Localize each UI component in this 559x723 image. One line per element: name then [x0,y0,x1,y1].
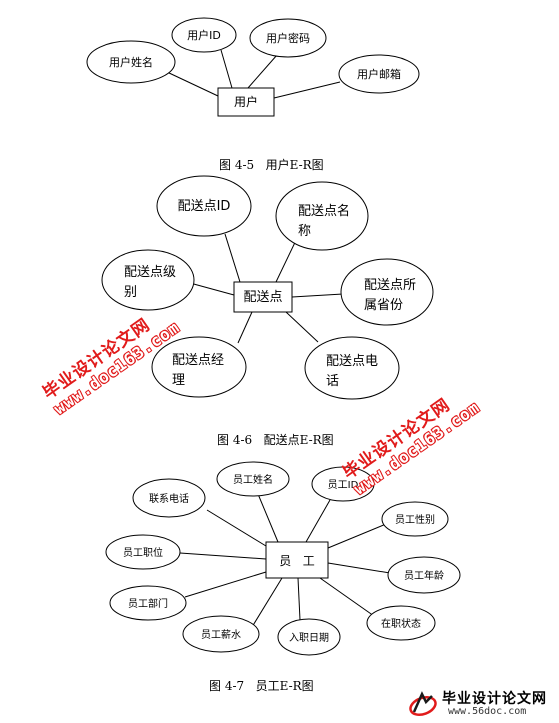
logo-mark-icon [409,691,437,716]
attribute-delivery-level: 配送点级 别 [124,265,180,300]
attribute-ellipse [156,175,252,237]
figure-caption-delivery-point: 图 4-6 配送点E-R图 [217,433,334,447]
attribute-delivery-name: 配送点名 称 [298,203,354,239]
attribute-hire-date: 入职日期 [289,632,329,644]
entity-delivery-point-label: 配送点 [243,290,282,305]
entity-delivery-point [233,281,293,313]
site-logo: 毕业设计论文网 www.56doc.com [408,686,558,722]
attribute-ellipse [304,336,400,400]
attribute-employee-name: 员工姓名 [233,473,273,486]
connector-line [257,493,279,543]
attribute-ellipse [387,556,461,594]
figure-caption-employee: 图 4-7 员工E-R图 [209,679,314,693]
logo-url: www.56doc.com [448,706,527,717]
connector-line [327,523,387,549]
figure-caption-user: 图 4-5 用户E-R图 [219,158,324,172]
entity-user-label: 用户 [234,94,258,109]
logo-text: 毕业设计论文网 [442,691,547,707]
attribute-employee-department: 员工部门 [128,597,168,610]
attribute-delivery-phone: 配送点电 话 [326,354,382,389]
user-er-diagram: 用户 用户ID 用户密码 用户姓名 用户邮箱 [86,17,420,117]
connector-line [237,311,253,344]
attribute-ellipse [216,461,290,497]
connector-line [291,293,344,298]
attribute-ellipse [86,40,176,84]
attribute-ellipse [151,336,247,398]
connector-line [247,54,278,89]
attribute-employee-salary: 员工薪水 [201,629,241,641]
attribute-employee-id: 员工ID [328,479,359,491]
attribute-employment-status: 在职状态 [381,617,421,630]
entity-employee [265,541,329,579]
connector-line [327,562,391,574]
attribute-employee-phone: 联系电话 [149,492,189,505]
attribute-user-id: 用户ID [187,28,221,42]
connector-line [319,577,375,617]
attribute-user-email: 用户邮箱 [357,67,401,81]
attribute-ellipse [311,466,375,502]
delivery-point-er-diagram: 配送点 配送点ID 配送点名 称 配送点级 别 配送点所 属省份 配送点经 理 [101,175,434,400]
attribute-delivery-province: 配送点所 属省份 [364,278,420,313]
attribute-delivery-manager: 配送点经 理 [172,353,228,388]
attribute-ellipse [182,615,260,653]
connector-line [273,81,341,99]
attribute-ellipse [249,18,327,58]
connector-line [184,571,267,598]
attribute-ellipse [109,585,187,621]
attribute-user-password: 用户密码 [266,31,310,45]
attribute-employee-age: 员工年龄 [404,569,444,582]
attribute-ellipse [340,258,434,326]
connector-line [285,311,319,343]
attribute-ellipse [171,17,237,53]
attribute-ellipse [105,534,181,570]
attribute-ellipse [132,478,206,518]
attribute-user-name: 用户姓名 [109,55,153,69]
connector-line [251,577,283,628]
connector-line [189,282,235,296]
employee-er-diagram: 员 工 员工姓名 员工ID 联系电话 员工性别 员工职位 员工年龄 员工部门 在… [105,461,461,656]
connector-line [166,71,219,97]
attribute-ellipse [275,181,369,251]
connector-line [206,509,267,547]
connector-line [220,49,233,89]
attribute-ellipse [381,501,449,537]
connector-line [297,577,301,621]
connector-line [224,233,241,283]
attribute-ellipse [277,618,341,656]
attribute-ellipse [338,54,420,94]
attribute-employee-gender: 员工性别 [395,513,435,526]
attribute-ellipse [366,605,436,641]
attribute-ellipse [101,249,195,311]
connector-line [179,552,267,560]
entity-user [217,87,275,117]
entity-employee-label: 员 工 [279,554,314,568]
connector-line [305,499,331,543]
attribute-employee-position: 员工职位 [123,546,163,559]
attribute-delivery-id: 配送点ID [178,199,231,214]
